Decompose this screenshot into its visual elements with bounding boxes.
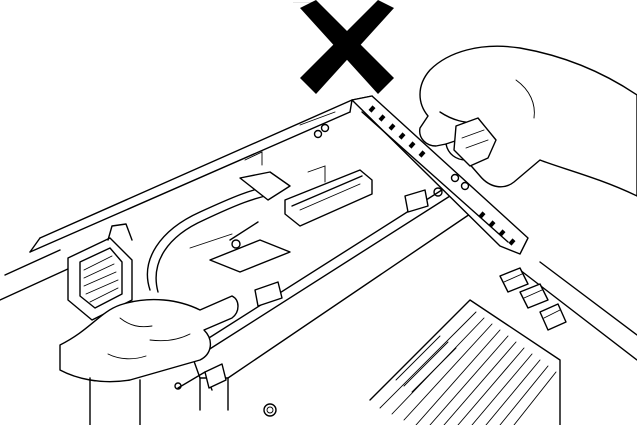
bracket-slots — [368, 105, 516, 246]
heatsink — [369, 299, 561, 425]
card-rear-bracket — [313, 95, 529, 255]
fan-housing — [67, 223, 133, 321]
rear-io-ports — [499, 267, 567, 331]
riser-slot-connector — [209, 165, 373, 273]
internal-cable — [146, 171, 291, 293]
cross-mark-icon — [293, 0, 394, 94]
right-hand — [419, 45, 637, 197]
left-hand — [59, 295, 239, 425]
